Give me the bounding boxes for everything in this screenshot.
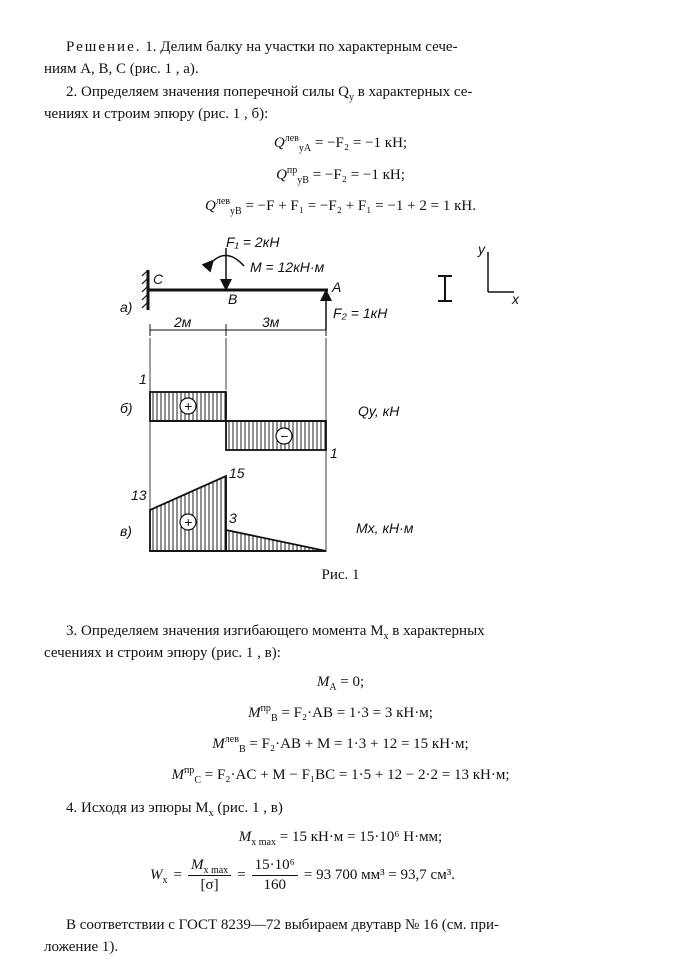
label-axis-y: y xyxy=(477,241,486,257)
q-equation-2: QпрyB = −F₂ = −1 кН; xyxy=(276,165,405,186)
wx-equation: Wx = Mx max [σ] = 15·10⁶ 160 = 93 700 мм… xyxy=(150,856,455,895)
label-q-right: 1 xyxy=(330,445,338,461)
m-equation-2: MпрB = F₂·AB = 1·3 = 3 кН·м; xyxy=(248,703,433,724)
fraction-2: 15·10⁶ 160 xyxy=(251,856,298,895)
label-m-15: 15 xyxy=(229,465,245,481)
label-moment: M = 12кН·м xyxy=(250,259,325,275)
label-a: A xyxy=(331,279,341,295)
moment-diagram xyxy=(149,474,327,552)
m-equation-4: MпрC = F₂·AC + M − F₁BC = 1·5 + 12 − 2·2… xyxy=(171,765,510,786)
sign-minus-q: − xyxy=(280,428,288,444)
fraction-1: Mx max [σ] xyxy=(187,856,232,895)
label-qy: Qy, кН xyxy=(358,403,400,419)
q-equation-1: QлевyA = −F₂ = −1 кН; xyxy=(273,133,408,154)
step1-line1: Решение. 1. Делим балку на участки по ха… xyxy=(66,39,458,55)
label-subfig-a: a) xyxy=(120,299,132,315)
wall-support xyxy=(141,269,150,310)
conclusion-line2: ложение 1). xyxy=(44,939,119,955)
label-b: B xyxy=(228,291,237,307)
sign-plus-q: + xyxy=(184,398,192,414)
label-m-3: 3 xyxy=(229,510,237,526)
label-c: C xyxy=(153,271,164,287)
label-subfig-v: в) xyxy=(120,523,132,539)
label-f1: F₁ = 2кН xyxy=(226,234,280,250)
label-length-2m: 2м xyxy=(173,314,192,330)
axes-icon xyxy=(487,252,514,293)
step3-line1: 3. Определяем значения изгибающего момен… xyxy=(66,623,485,642)
m-equation-1: MA = 0; xyxy=(316,674,365,693)
m-equation-3: MлевB = F₂·AB + M = 1·3 + 12 = 15 кН·м; xyxy=(212,734,469,755)
conclusion-line1: В соответствии с ГОСТ 8239—72 выбираем д… xyxy=(66,917,499,933)
step3-line2: сечениях и строим эпюру (рис. 1 , в): xyxy=(44,645,281,661)
step1-line2: ниям A, B, C (рис. 1 , a). xyxy=(44,61,199,77)
i-beam-icon xyxy=(438,275,452,302)
dimension-line xyxy=(149,324,327,336)
label-axis-x: x xyxy=(511,291,520,307)
moment-arc xyxy=(201,254,245,273)
label-q-left: 1 xyxy=(139,371,147,387)
label-f2: F₂ = 1кН xyxy=(333,305,388,321)
shear-diagram xyxy=(149,391,327,451)
sign-plus-m: + xyxy=(184,514,192,530)
label-mx: Mx, кН·м xyxy=(356,520,414,536)
step4-line1: 4. Исходя из эпюры Mx (рис. 1 , в) xyxy=(66,800,283,819)
step2-line1: 2. Определяем значения поперечной силы Q… xyxy=(66,84,473,103)
figure-caption: Рис. 1 xyxy=(321,567,360,583)
label-subfig-b: б) xyxy=(120,400,133,416)
label-length-3m: 3м xyxy=(262,314,280,330)
label-m-13: 13 xyxy=(131,487,147,503)
q-equation-3: QлевyB = −F + F₁ = −F₂ + F₁ = −1 + 2 = 1… xyxy=(205,196,476,217)
mmax-equation: Mx max = 15 кН·м = 15·10⁶ Н·мм; xyxy=(238,829,443,848)
step2-line2: чениях и строим эпюру (рис. 1 , б): xyxy=(44,106,269,122)
